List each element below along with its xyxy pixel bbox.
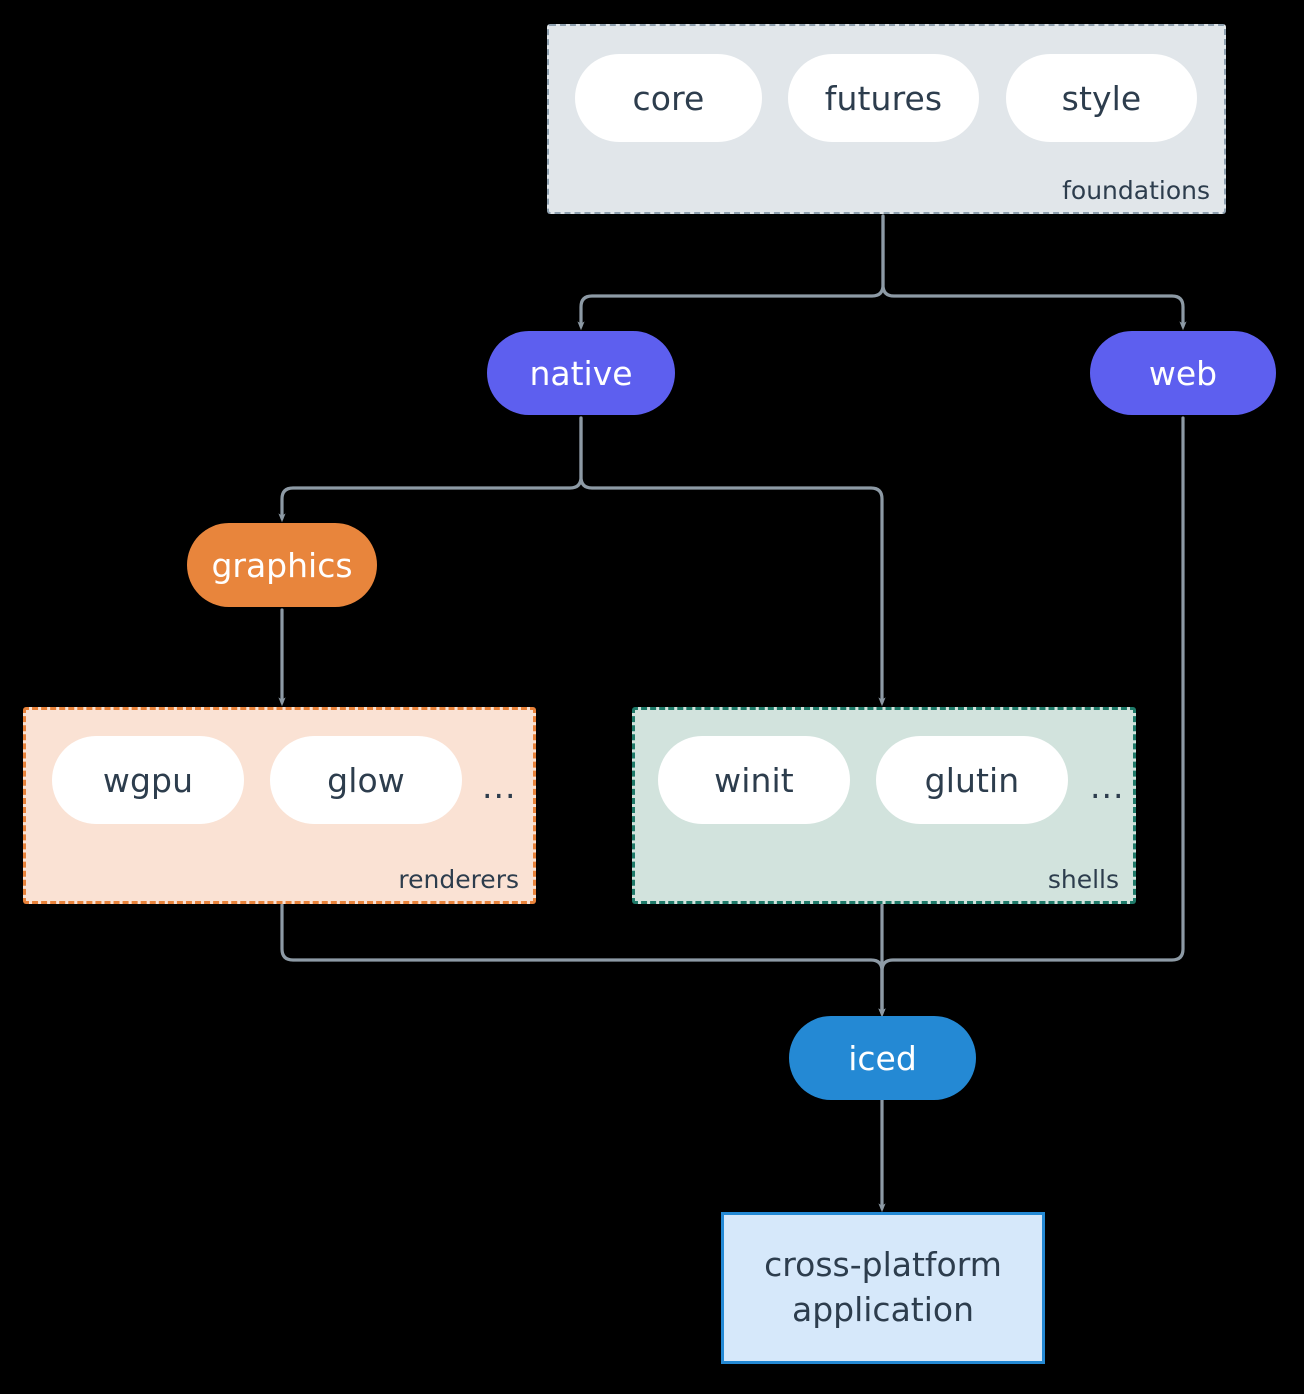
cluster-shells: winit glutin ... shells xyxy=(632,707,1136,904)
node-application-line1: cross-platform xyxy=(764,1245,1002,1285)
cluster-renderers-label: renderers xyxy=(398,864,519,894)
node-winit-label: winit xyxy=(714,760,794,800)
node-graphics-label: graphics xyxy=(211,545,353,585)
node-winit[interactable]: winit xyxy=(658,736,850,824)
cluster-renderers: wgpu glow ... renderers xyxy=(23,707,536,904)
cluster-shells-label: shells xyxy=(1047,864,1119,894)
node-web-label: web xyxy=(1148,353,1218,393)
node-style-label: style xyxy=(1061,78,1142,118)
cluster-foundations: core futures style foundations xyxy=(547,24,1226,214)
node-iced-label: iced xyxy=(848,1038,917,1078)
shells-more-ellipsis: ... xyxy=(1090,767,1125,806)
edge-foundations-web xyxy=(881,214,1187,331)
node-core[interactable]: core xyxy=(575,54,762,142)
edge-native-graphics xyxy=(278,416,583,523)
node-style[interactable]: style xyxy=(1006,54,1197,142)
node-glutin[interactable]: glutin xyxy=(876,736,1068,824)
node-application-line2: application xyxy=(791,1290,975,1329)
node-core-label: core xyxy=(632,78,705,118)
edge-native-shells xyxy=(579,416,886,707)
node-futures-label: futures xyxy=(824,78,943,118)
edge-renderers-iced xyxy=(280,903,886,1018)
node-graphics[interactable]: graphics xyxy=(187,523,377,607)
node-futures[interactable]: futures xyxy=(788,54,979,142)
node-glow[interactable]: glow xyxy=(270,736,462,824)
edge-foundations-native xyxy=(577,214,885,331)
node-native-label: native xyxy=(529,353,633,393)
node-native[interactable]: native xyxy=(487,331,675,415)
node-wgpu[interactable]: wgpu xyxy=(52,736,244,824)
renderers-more-ellipsis: ... xyxy=(482,767,517,806)
node-wgpu-label: wgpu xyxy=(102,760,194,800)
node-application[interactable]: cross-platform application xyxy=(721,1212,1045,1364)
node-glutin-label: glutin xyxy=(924,760,1020,800)
cluster-foundations-label: foundations xyxy=(1062,175,1210,205)
node-web[interactable]: web xyxy=(1090,331,1276,415)
node-iced[interactable]: iced xyxy=(789,1016,976,1100)
node-glow-label: glow xyxy=(327,760,405,800)
